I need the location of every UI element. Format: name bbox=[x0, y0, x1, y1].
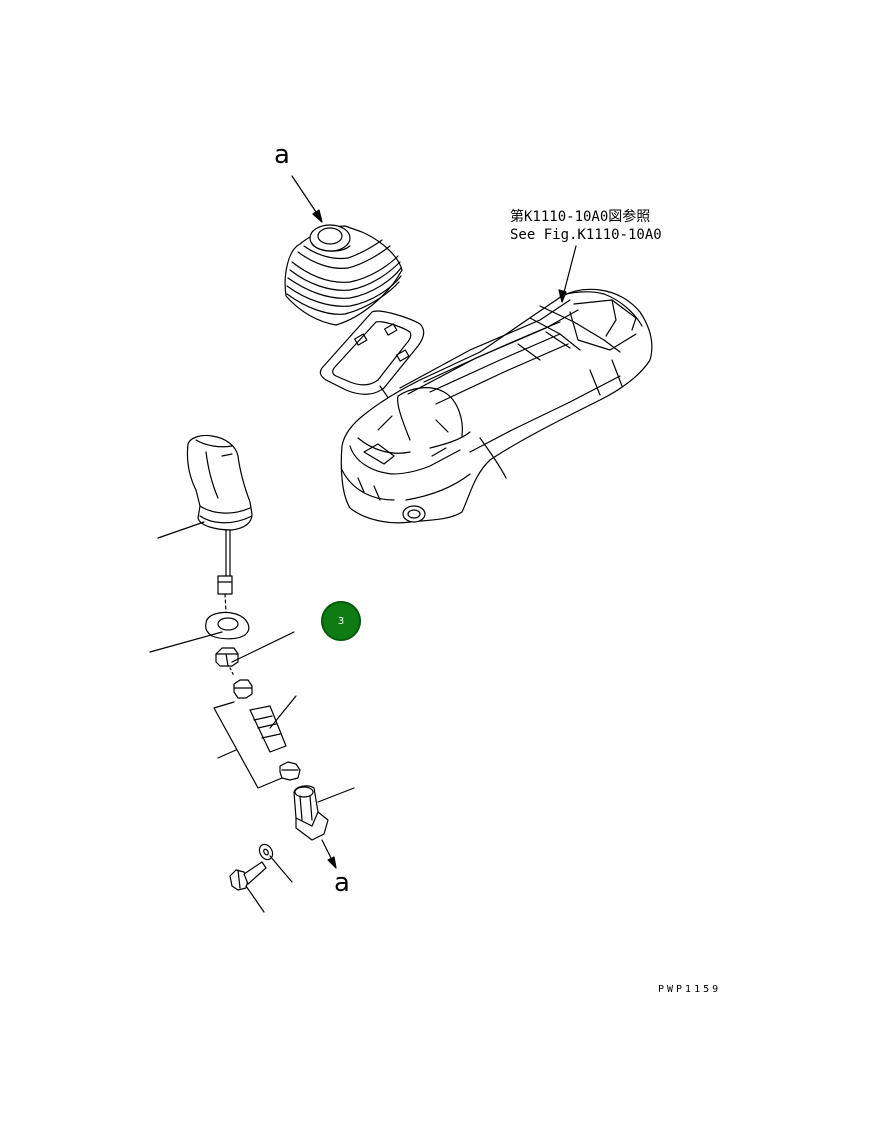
rubber-boot bbox=[285, 225, 402, 325]
group-leader bbox=[218, 750, 236, 758]
top-a-arrowhead bbox=[313, 210, 322, 222]
stud-pin bbox=[250, 696, 296, 752]
callout-number: 3 bbox=[337, 615, 345, 627]
top-a-arrow bbox=[292, 176, 320, 218]
reference-arrowhead bbox=[559, 290, 566, 302]
group-bracket bbox=[214, 702, 282, 788]
reference-line-jp: 第K1110-10A0図参照 bbox=[510, 209, 651, 225]
nut-upper bbox=[234, 680, 252, 698]
callout-badge[interactable]: 3 bbox=[321, 601, 361, 641]
top-a-label: a bbox=[274, 140, 290, 170]
bottom-a-label: a bbox=[334, 868, 350, 898]
bottom-a-arrowhead bbox=[328, 857, 336, 868]
bracket-fitting bbox=[294, 786, 354, 840]
nut-flange bbox=[216, 632, 294, 676]
grip-leader bbox=[158, 522, 204, 538]
figure-reference: 第K1110-10A0図参照 See Fig.K1110-10A0 bbox=[510, 208, 662, 244]
bolt bbox=[230, 862, 266, 912]
washer-small bbox=[257, 842, 292, 882]
drawing-code: PWP1159 bbox=[658, 984, 722, 995]
retainer-plate bbox=[150, 612, 249, 652]
console-housing bbox=[341, 289, 652, 523]
joystick-grip bbox=[187, 435, 252, 612]
reference-line-en: See Fig.K1110-10A0 bbox=[510, 227, 662, 243]
boot-plate bbox=[320, 311, 423, 412]
nut-lower bbox=[280, 762, 300, 780]
